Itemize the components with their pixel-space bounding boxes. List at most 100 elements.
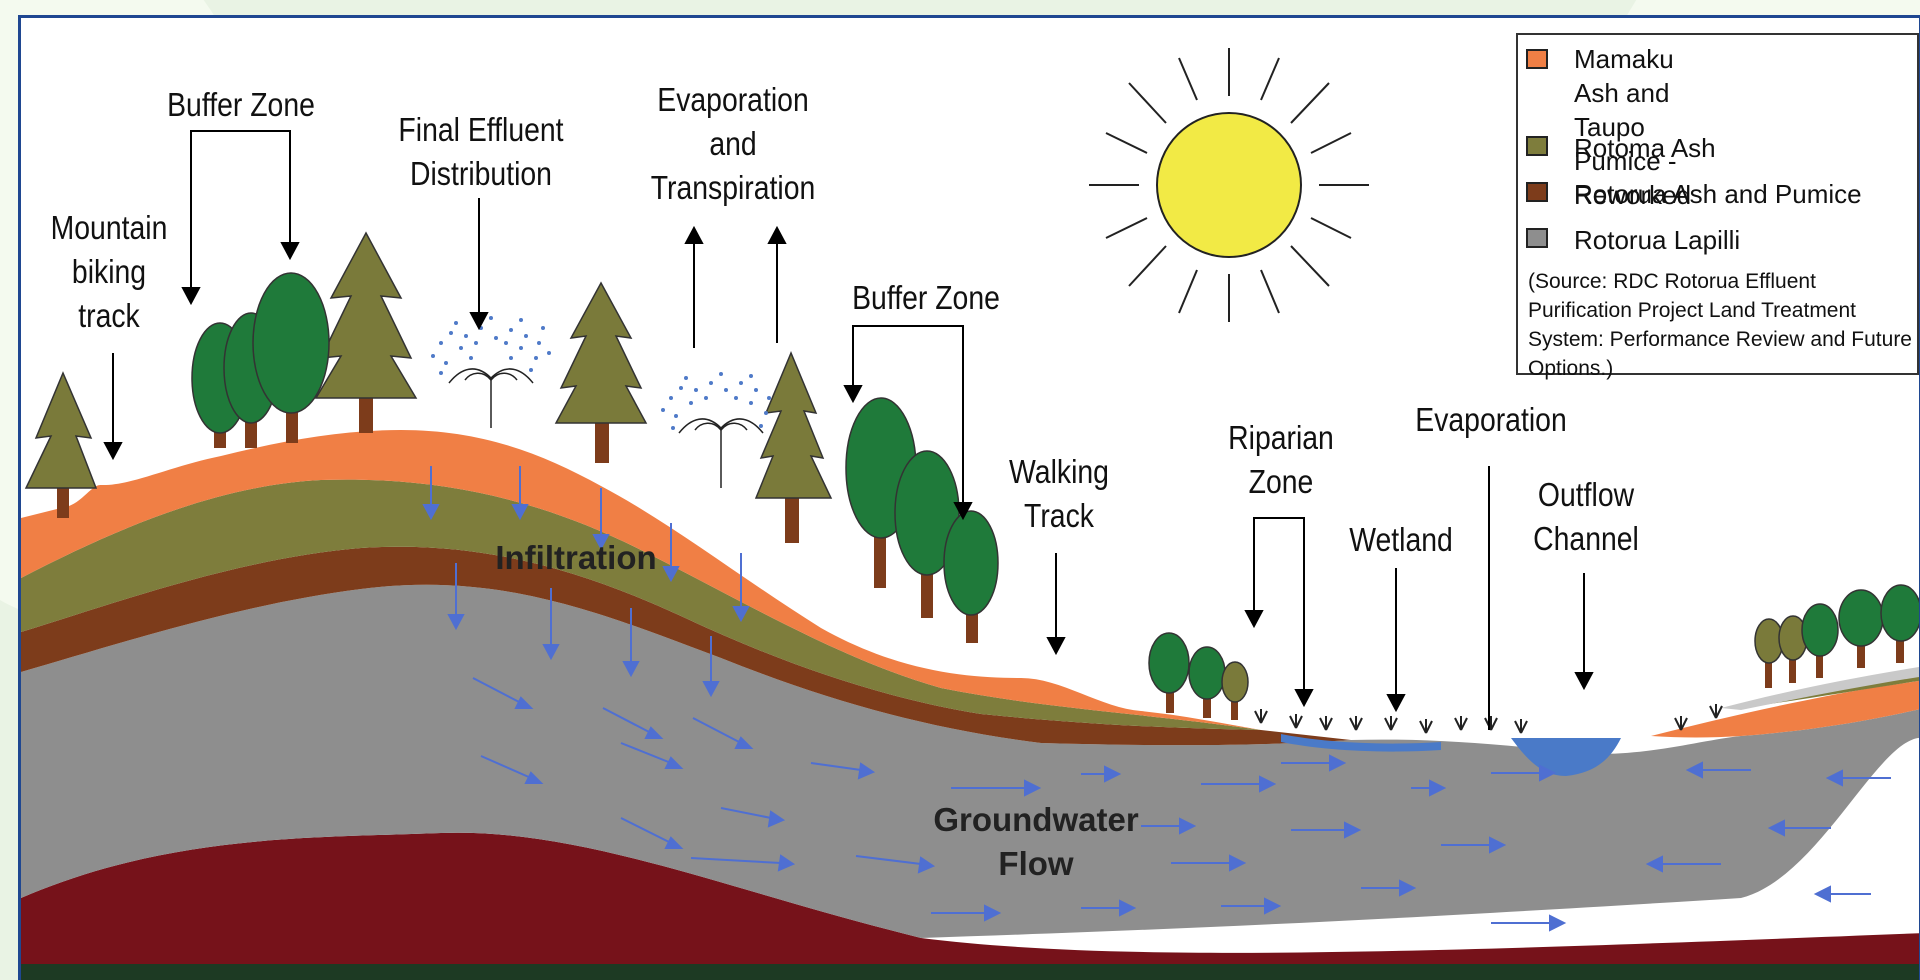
outflow-channel-arrow <box>1574 573 1594 691</box>
flow-arrow <box>620 817 684 849</box>
evaporation-arrow-1 <box>684 225 704 348</box>
flow-arrow <box>1221 897 1282 915</box>
right-mamaku-layer <box>1651 680 1919 738</box>
wetland-water <box>1281 734 1441 752</box>
label-groundwater-flow: Groundwater Flow <box>933 801 1139 882</box>
sprinkler-left <box>448 368 534 428</box>
final-effluent-arrow <box>469 198 489 331</box>
flow-arrow <box>1291 821 1362 839</box>
mountain-biking-arrow <box>103 353 123 461</box>
flow-arrow <box>1813 885 1871 903</box>
evaporation-arrow-2 <box>767 225 787 343</box>
flow-arrow <box>472 677 534 709</box>
flow-arrow <box>1491 914 1567 932</box>
rotoma-ash-layer <box>21 479 1261 730</box>
legend-source: (Source: RDC Rotorua Effluent Purificati… <box>1528 270 1912 380</box>
legend-label: Rotoma Ash <box>1574 133 1716 163</box>
buffer-zone-left-bracket <box>181 130 300 306</box>
footer-bar <box>21 964 1919 980</box>
round-tree <box>894 450 960 618</box>
infiltration-arrow <box>542 588 560 661</box>
right-light-ash-layer <box>1721 666 1919 710</box>
pine-tree <box>754 351 833 543</box>
land-treatment-diagram <box>21 48 1919 964</box>
trees <box>24 231 1919 720</box>
flow-arrow <box>720 807 786 828</box>
round-tree <box>1188 646 1226 718</box>
legend-swatch <box>1526 136 1548 156</box>
pine-tree <box>554 281 648 463</box>
flow-arrow <box>692 717 754 749</box>
spray-left <box>431 316 551 375</box>
spray-right <box>661 372 771 430</box>
infiltration-arrow <box>592 488 610 551</box>
flow-arrow <box>931 904 1002 922</box>
round-tree <box>1754 618 1784 688</box>
round-tree <box>943 510 999 643</box>
flow-arrow <box>1281 754 1347 772</box>
groundwater-flow-arrows <box>472 677 1891 932</box>
round-tree <box>1880 584 1919 663</box>
flow-arrow <box>690 854 796 872</box>
round-tree <box>252 272 330 443</box>
wetland-arrow <box>1386 568 1406 713</box>
flow-arrow <box>1491 764 1557 782</box>
label-final-effluent-distribution: Final Effluent Distribution <box>398 111 564 192</box>
legend-swatch <box>1526 182 1548 202</box>
infiltration-arrow <box>662 523 680 583</box>
label-evaporation: Evaporation <box>1415 401 1567 438</box>
infiltration-arrows <box>422 466 750 698</box>
legend-label: Rotorua Ash and Pumice <box>1574 179 1862 209</box>
legend-swatch <box>1526 49 1548 69</box>
flow-arrow <box>1441 836 1507 854</box>
round-tree <box>1148 632 1190 713</box>
diagram-frame: Mountain biking track Buffer Zone Final … <box>18 15 1920 980</box>
label-buffer-zone-left: Buffer Zone <box>167 86 315 123</box>
infiltration-arrow <box>732 553 750 623</box>
flow-arrow <box>1685 761 1751 779</box>
flow-arrow <box>951 779 1042 797</box>
infiltration-arrow <box>622 608 640 678</box>
infiltration-arrow <box>702 636 720 698</box>
flow-arrow <box>1411 779 1447 797</box>
label-walking-track: Walking Track <box>1009 453 1109 534</box>
flow-arrow <box>480 755 544 784</box>
riparian-zone-bracket <box>1244 517 1314 708</box>
legend-label: Mamaku Ash and Taupo Pumice - Reworked <box>1574 44 1692 210</box>
flow-arrow <box>1081 899 1137 917</box>
round-tree <box>1838 589 1884 668</box>
flow-arrow <box>1767 819 1831 837</box>
bedrock-layer <box>21 832 1919 964</box>
infiltration-arrow <box>511 466 529 521</box>
label-buffer-zone-right: Buffer Zone <box>852 279 1000 316</box>
flow-arrow <box>1081 765 1122 783</box>
label-evaporation-transpiration: Evaporation and Transpiration <box>650 81 816 206</box>
flow-arrow <box>1361 879 1417 897</box>
sprinkler-right <box>678 418 764 488</box>
buffer-zone-right-bracket <box>843 325 973 521</box>
round-tree <box>1221 661 1249 720</box>
label-mountain-biking-track: Mountain biking track <box>50 209 168 334</box>
flow-arrow <box>1825 769 1891 787</box>
infiltration-arrow <box>422 466 440 521</box>
flow-arrow <box>1171 854 1247 872</box>
outflow-channel-water <box>1511 738 1621 776</box>
flow-arrow <box>602 707 664 739</box>
label-infiltration: Infiltration <box>495 539 657 576</box>
flow-arrow <box>620 742 684 769</box>
label-riparian-zone: Riparian Zone <box>1228 419 1334 500</box>
pine-tree <box>24 371 98 518</box>
label-arrows <box>103 130 1594 730</box>
flow-arrow <box>810 762 876 780</box>
infiltration-arrow <box>447 563 465 631</box>
legend-swatch <box>1526 228 1548 248</box>
round-tree <box>1801 603 1839 678</box>
flow-arrow <box>1141 817 1197 835</box>
flow-arrow <box>855 855 936 874</box>
flow-arrow <box>1645 855 1721 873</box>
label-wetland: Wetland <box>1349 521 1453 558</box>
rotorua-lapilli-layer <box>21 584 1919 938</box>
label-outflow-channel: Outflow Channel <box>1533 476 1639 557</box>
legend: Mamaku Ash and Taupo Pumice - Reworked R… <box>1516 33 1919 380</box>
